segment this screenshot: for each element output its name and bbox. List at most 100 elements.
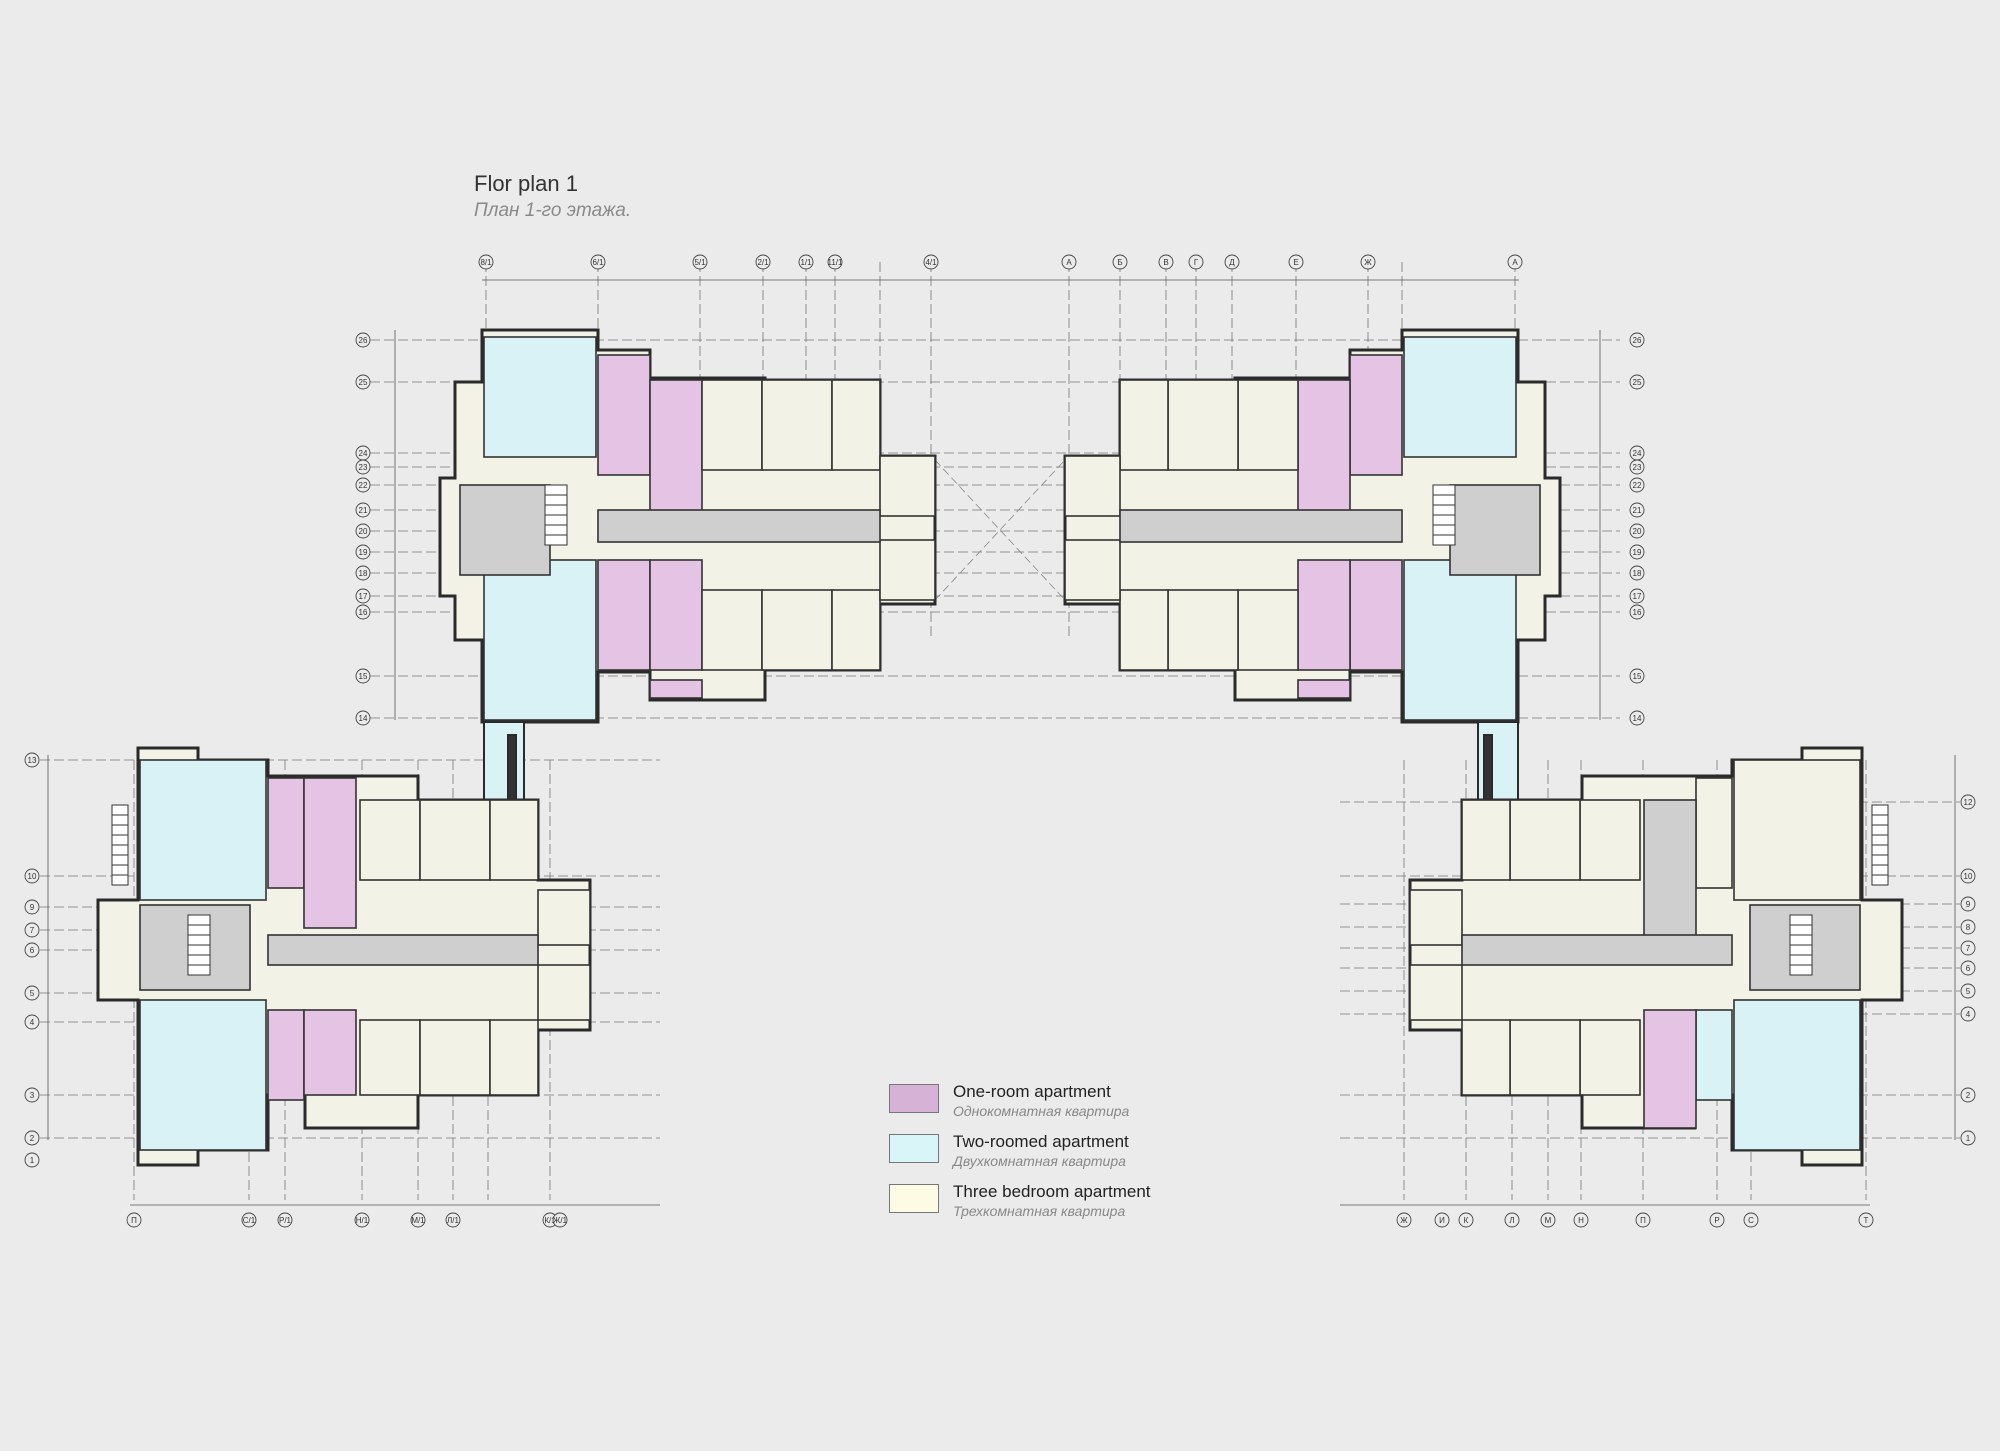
axis-bubble-right-row: 17 [1629,588,1645,604]
axis-bubble-right-row-label: 17 [1633,592,1642,601]
axis-bubble-right-row-label: 24 [1633,449,1642,458]
axis-bubble-left-row: 25 [355,374,371,390]
axis-bubble-left-wing-label: 2 [30,1134,35,1143]
axis-bubble-left-wing-label: 5 [30,989,35,998]
axis-bubble-left-wing: 10 [24,868,40,884]
axis-bubble-top-left: 2/1 [755,254,771,270]
axis-bubble-right-row-label: 18 [1633,569,1642,578]
axis-bubble-left-wing: 7 [24,922,40,938]
legend-label-one-room: One-room apartment [953,1082,1111,1101]
legend-sublabel-one-room: Однокомнатная квартира [953,1103,1130,1119]
axis-bubble-right-row: 26 [1629,332,1645,348]
axis-bubble-bottom-right-label: И [1439,1216,1445,1225]
legend-sublabel-two-room: Двухкомнатная квартира [953,1153,1126,1169]
axis-bubble-top-right-label: Г [1194,258,1199,267]
axis-bubble-left-row-label: 16 [359,608,368,617]
axis-bubble-left-row-label: 19 [359,548,368,557]
axis-bubble-right-row-label: 20 [1633,527,1642,536]
axis-bubble-right-row-label: 26 [1633,336,1642,345]
axis-bubble-right-row-label: 23 [1633,463,1642,472]
axis-bubble-bottom-right: С [1743,1212,1759,1228]
axis-bubble-right-row: 16 [1629,604,1645,620]
axis-bubble-right-wing-label: 6 [1966,964,1971,973]
rooms-top-right [1064,336,1541,721]
axis-bubble-right-row-label: 22 [1633,481,1642,490]
axis-bubble-left-wing-label: 9 [30,903,35,912]
axis-bubble-left-wing: 1 [24,1152,40,1168]
axis-bubble-top-right-label: А [1512,258,1518,267]
axis-bubble-bottom-right: Т [1858,1212,1874,1228]
rooms-top-left [459,336,936,721]
axis-bubble-bottom-left: Л/1 [445,1212,461,1228]
axis-bubble-bottom-left-label: Н/1 [356,1216,369,1225]
legend-sublabel-three-room: Трехкомнатная квартира [953,1203,1126,1219]
axis-bubble-bottom-right-label: П [1640,1216,1646,1225]
axis-bubble-bottom-left-label: Ж/1 [553,1216,568,1225]
axis-bubble-right-row-label: 19 [1633,548,1642,557]
axis-bubble-right-row-label: 14 [1633,714,1642,723]
axis-bubble-left-row-label: 17 [359,592,368,601]
axis-bubble-right-wing-label: 12 [1964,798,1973,807]
axis-bubble-bottom-left-label: Л/1 [447,1216,459,1225]
axis-bubble-left-wing-label: 13 [28,756,37,765]
axis-bubble-left-row: 14 [355,710,371,726]
axis-bubble-top-left-label: 11/1 [828,258,844,267]
axis-bubble-bottom-left-label: С/1 [243,1216,256,1225]
axis-bubble-right-row: 21 [1629,502,1645,518]
axis-bubble-right-wing: 8 [1960,919,1976,935]
axis-bubble-bottom-right-label: К [1464,1216,1469,1225]
axis-bubble-right-wing-label: 9 [1966,900,1971,909]
axis-bubble-right-row-label: 21 [1633,506,1642,515]
axis-bubble-bottom-right-label: Н [1578,1216,1584,1225]
axis-bubble-top-left-label: 4/1 [925,258,937,267]
axis-bubble-top-left: 8/1 [478,254,494,270]
axis-bubble-right-wing-label: 5 [1966,987,1971,996]
axis-bubble-bottom-left-label: М/1 [411,1216,425,1225]
axis-bubble-right-wing-label: 4 [1966,1010,1971,1019]
axis-bubble-top-right: Д [1224,254,1240,270]
axis-bubble-left-row: 16 [355,604,371,620]
plan-subtitle: План 1-го этажа. [474,200,632,221]
axis-bubble-left-wing-label: 1 [30,1156,35,1165]
axis-bubble-right-wing: 5 [1960,983,1976,999]
legend-swatch-three-room [889,1184,939,1213]
axis-bubble-left-wing: 4 [24,1014,40,1030]
axis-bubble-top-left: 6/1 [590,254,606,270]
axis-bubble-bottom-left: Н/1 [354,1212,370,1228]
axis-bubble-left-row: 22 [355,477,371,493]
axis-bubble-top-right: Е [1288,254,1304,270]
axis-bubble-left-wing-label: 10 [28,872,37,881]
axis-bubble-right-row: 18 [1629,565,1645,581]
axis-bubble-bottom-right: И [1434,1212,1450,1228]
axis-bubble-right-row: 19 [1629,544,1645,560]
axis-bubble-right-wing-label: 8 [1966,923,1971,932]
axis-bubble-right-wing-label: 7 [1966,944,1971,953]
plan-title: Flor plan 1 [474,171,578,196]
axis-bubble-top-left: 4/1 [923,254,939,270]
axis-bubble-top-right: Г [1188,254,1204,270]
axis-bubble-bottom-right-label: Л [1509,1216,1514,1225]
legend-swatch-one-room [889,1084,939,1113]
axis-bubble-bottom-right: П [1635,1212,1651,1228]
axis-bubble-bottom-right-label: Р [1714,1216,1719,1225]
axis-bubble-left-wing-label: 4 [30,1018,35,1027]
passages [483,721,1519,806]
title-block: Flor plan 1 План 1-го этажа. [474,170,631,224]
axis-bubble-right-row: 20 [1629,523,1645,539]
axis-bubble-bottom-right-label: М [1545,1216,1552,1225]
axis-bubble-bottom-right-label: Т [1864,1216,1869,1225]
axis-bubble-bottom-left: М/1 [410,1212,426,1228]
axis-bubble-left-wing: 5 [24,985,40,1001]
axis-bubble-bottom-right-label: Ж [1400,1216,1408,1225]
axis-bubble-right-row: 15 [1629,668,1645,684]
axis-bubble-right-wing: 1 [1960,1130,1976,1146]
dimension-lines [47,279,1956,1206]
axis-bubble-left-wing-label: 7 [30,926,35,935]
axis-bubble-bottom-right: Н [1573,1212,1589,1228]
legend-swatch-two-room [889,1134,939,1163]
axis-bubble-right-wing: 10 [1960,868,1976,884]
axis-bubble-bottom-right-label: С [1748,1216,1754,1225]
axis-bubble-left-row: 23 [355,459,371,475]
